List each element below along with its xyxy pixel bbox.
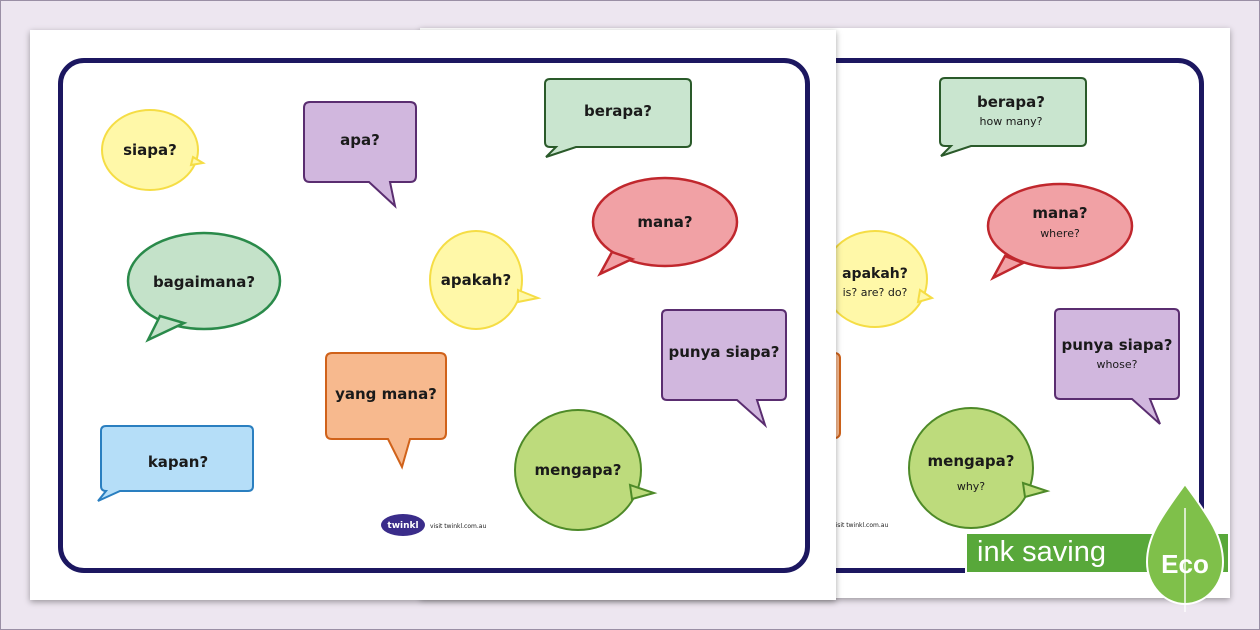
bubble-berapa: berapa? [544,78,692,158]
back-bubble-berapa-label: berapa? [977,93,1045,111]
back-bubble-berapa-sub: how many? [980,115,1043,128]
bubble-bagaimana: bagaimana? [126,231,282,343]
front-page: siapa? apa? berapa? mana? bagaimana? ap [30,30,836,600]
bubble-mana-label: mana? [637,213,692,231]
bubble-apakah: apakah? [429,230,542,330]
bubble-yang-mana: yang mana? [325,352,447,470]
back-bubble-apakah: apakah? is? are? do? [822,230,935,328]
bubble-kapan: kapan? [97,425,254,502]
bubble-apa-label: apa? [340,131,380,149]
bubble-bagaimana-label: bagaimana? [153,273,255,291]
bubble-mana: mana? [591,176,739,277]
eco-tag: Eco [1161,549,1209,579]
front-footer-url: visit twinkl.com.au [430,523,486,530]
twinkl-logo: twinkl [381,514,425,536]
bubble-siapa-label: siapa? [123,141,177,159]
bubble-apakah-label: apakah? [441,271,511,289]
ink-saving-label: ink saving [977,536,1106,568]
back-bubble-punya-siapa-sub: whose? [1096,358,1137,371]
back-bubble-berapa: berapa? how many? [939,77,1087,157]
back-footer-url: visit twinkl.com.au [832,522,888,529]
front-bubbles: siapa? apa? berapa? mana? bagaimana? ap [97,78,787,536]
front-page-border [58,58,810,573]
back-bubbles: berapa? how many? mana? where? apakah? i… [819,77,1180,529]
back-bubble-apakah-label: apakah? [842,266,908,282]
bubble-berapa-label: berapa? [584,102,652,120]
bubble-apa: apa? [303,101,417,209]
back-bubble-punya-siapa-label: punya siapa? [1062,336,1173,354]
back-bubble-mengapa-label: mengapa? [928,452,1015,470]
eco-leaf-icon: Eco [1145,482,1225,612]
bubble-kapan-label: kapan? [148,453,208,471]
bubble-mengapa-label: mengapa? [535,461,622,479]
bubble-mengapa: mengapa? [514,409,658,531]
bubble-punya-siapa: punya siapa? [661,309,787,429]
back-bubble-mana-label: mana? [1032,204,1087,222]
ink-saving-eco-badge: ink saving Eco [965,478,1230,613]
bubble-punya-siapa-label: punya siapa? [669,343,780,361]
twinkl-logo-text: twinkl [387,521,418,531]
back-bubble-punya-siapa: punya siapa? whose? [1054,308,1180,425]
back-bubble-mana-sub: where? [1040,227,1080,240]
bubble-siapa: siapa? [101,109,206,191]
back-bubble-mengapa: mengapa? why? [908,407,1051,529]
back-bubble-mengapa-sub: why? [957,480,985,493]
back-bubble-apakah-sub: is? are? do? [843,286,908,299]
back-bubble-mana: mana? where? [986,182,1134,281]
bubble-yang-mana-label: yang mana? [335,385,437,403]
